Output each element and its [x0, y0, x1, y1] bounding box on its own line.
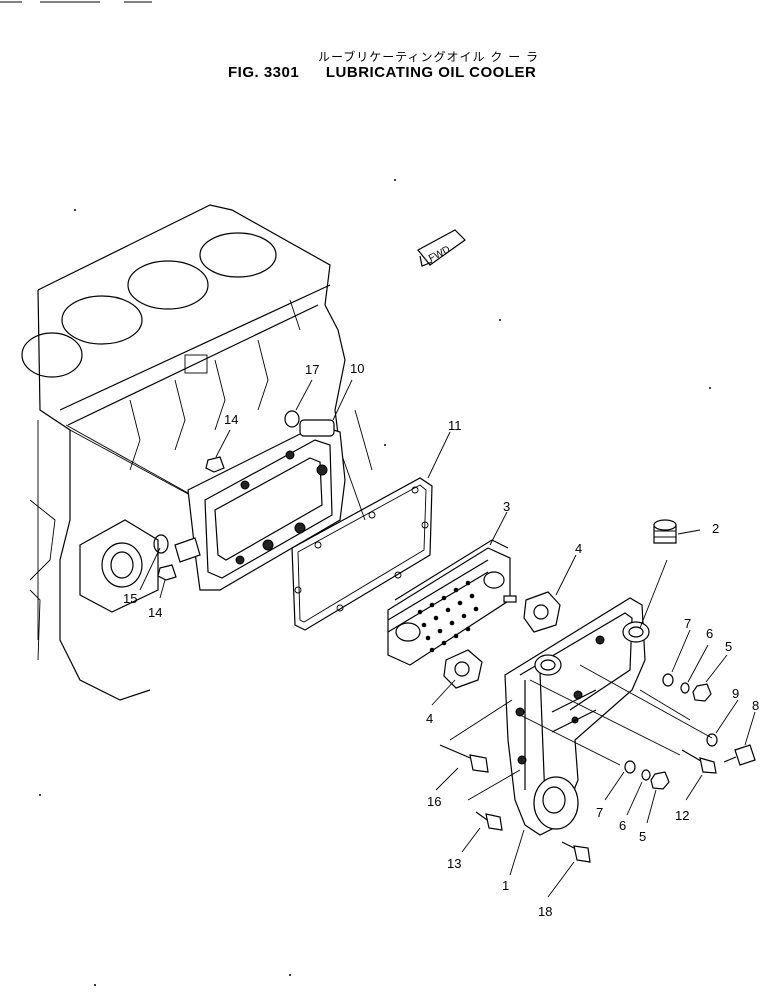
bolt-8	[723, 744, 756, 766]
bolt-18	[561, 841, 591, 863]
washer-7-lower	[624, 760, 636, 774]
figure-title-japanese: ルーブリケーティングオイル ク ー ラ	[318, 50, 540, 64]
callout-17: 16	[427, 794, 441, 809]
bolt-13	[475, 811, 503, 831]
print-specks	[39, 179, 711, 986]
forward-arrow-icon: FWD	[417, 229, 466, 267]
callout-3: 3	[503, 499, 510, 514]
filter-boss	[79, 519, 169, 613]
plug	[653, 519, 677, 544]
figure-number: FIG. 3301	[228, 64, 300, 81]
flange-gasket-lower	[443, 649, 483, 689]
callout-labels: 10 17 14 11 3 2 4 7 6 5 9 8 4 15 14 16 7…	[123, 361, 759, 919]
callout-8: 8	[752, 698, 759, 713]
callout-5-upper: 5	[725, 639, 732, 654]
nut-5-upper	[692, 683, 712, 702]
callout-10: 10	[350, 361, 364, 376]
oil-cooler-cover	[174, 419, 346, 591]
cooler-housing	[504, 597, 650, 836]
nut-5-lower	[650, 771, 670, 790]
cooler-element	[387, 539, 517, 666]
washer-7-upper	[662, 673, 674, 687]
bolt-17	[439, 744, 489, 773]
callout-14-upper: 14	[224, 412, 238, 427]
callout-6-lower: 6	[619, 818, 626, 833]
callout-2: 2	[712, 521, 719, 536]
callout-13: 13	[447, 856, 461, 871]
callout-14-lower: 14	[148, 605, 162, 620]
callout-4-upper: 4	[575, 541, 582, 556]
flange-gasket-upper	[523, 591, 561, 633]
callout-5-lower: 5	[639, 829, 646, 844]
callout-4-lower: 4	[426, 711, 433, 726]
o-ring-16	[284, 410, 300, 428]
washer-14-lower	[157, 564, 177, 581]
washer-14-upper	[205, 456, 225, 473]
callout-6-upper: 6	[706, 626, 713, 641]
spring-washer-6-lower	[641, 769, 651, 781]
callout-1: 1	[502, 878, 509, 893]
leader-lines	[65, 379, 756, 898]
figure-title-text: LUBRICATING OIL COOLER	[325, 64, 537, 81]
engine-block	[21, 204, 373, 701]
callout-7-upper: 7	[684, 616, 691, 631]
figure-title: FIG. 3301 LUBRICATING OIL COOLER	[228, 64, 536, 81]
callout-9: 9	[732, 686, 739, 701]
callout-16: 17	[305, 362, 319, 377]
callout-15: 15	[123, 591, 137, 606]
callout-18: 18	[538, 904, 552, 919]
spring-washer-6-upper	[680, 682, 690, 694]
bolt-12	[681, 749, 717, 774]
callout-7-lower: 7	[596, 805, 603, 820]
gasket	[291, 477, 433, 631]
callout-11: 11	[448, 418, 462, 433]
callout-12: 12	[675, 808, 689, 823]
